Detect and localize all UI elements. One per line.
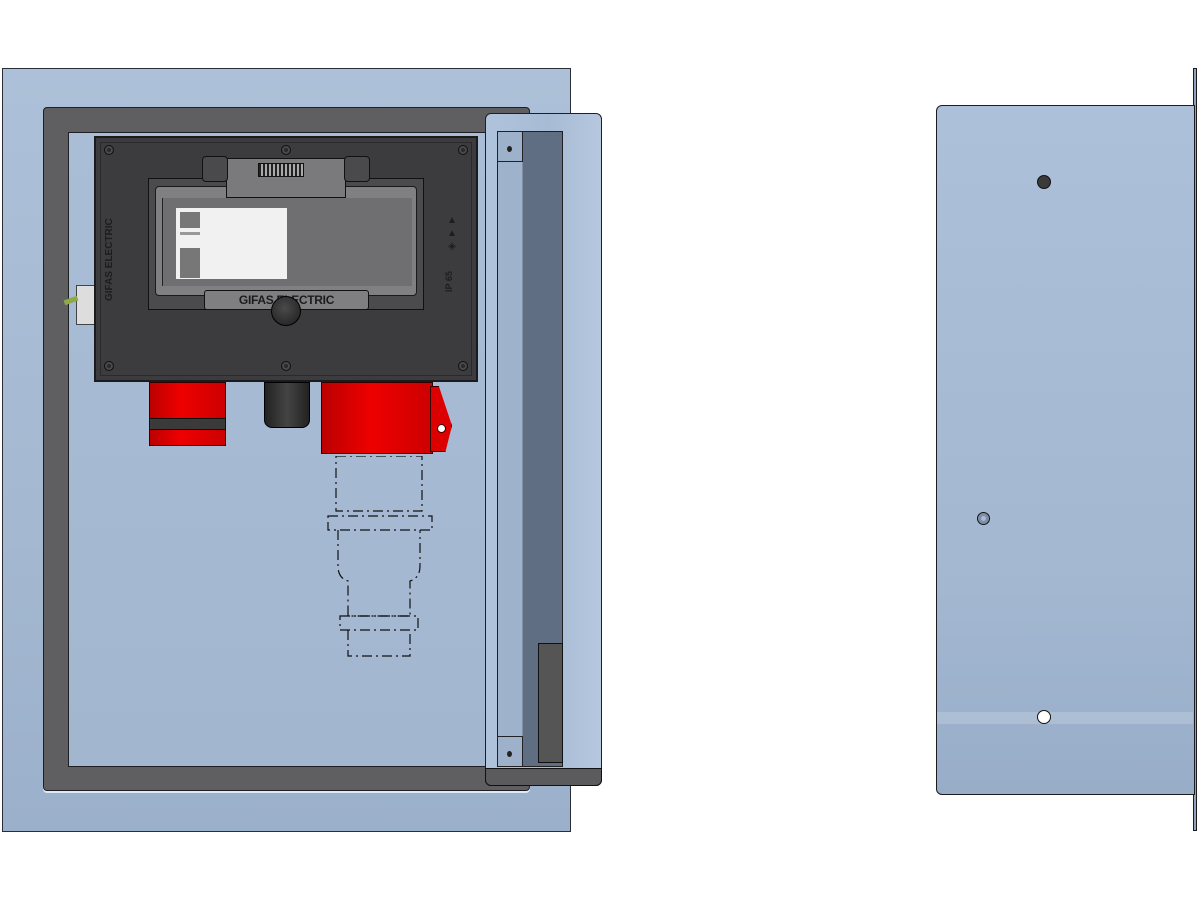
label-block bbox=[180, 212, 200, 228]
red-socket-left[interactable] bbox=[149, 382, 226, 446]
hinge-spring-icon bbox=[258, 163, 304, 177]
door-hinge-bottom bbox=[497, 736, 523, 767]
window-knob[interactable] bbox=[271, 296, 301, 326]
ip-rating-text: IP 65 bbox=[444, 271, 454, 293]
label-line bbox=[180, 232, 200, 235]
label-block bbox=[180, 248, 200, 278]
socket-band bbox=[149, 418, 226, 430]
screw-icon bbox=[104, 361, 114, 371]
nut-icon bbox=[977, 512, 990, 525]
door-hinge-top bbox=[497, 131, 523, 162]
rivet-icon bbox=[507, 146, 512, 152]
enclosure-side-view bbox=[936, 105, 1195, 795]
label-card bbox=[176, 208, 287, 279]
side-cable-gland bbox=[76, 285, 96, 325]
side-bend-line bbox=[937, 712, 1193, 724]
hinge-knuckle-left bbox=[202, 156, 228, 182]
screw-icon bbox=[458, 145, 468, 155]
socket-box-bevel bbox=[100, 142, 472, 376]
top-hole-icon bbox=[1037, 175, 1051, 189]
brand-side-text: GIFAS ELECTRIC bbox=[104, 218, 115, 302]
screw-icon bbox=[281, 145, 291, 155]
screw-icon bbox=[104, 145, 114, 155]
bottom-hole-icon bbox=[1037, 710, 1051, 724]
certification-symbols-icon: ▲▲◈ bbox=[447, 215, 457, 252]
hinge-knuckle-right bbox=[344, 156, 370, 182]
rivet-icon bbox=[507, 751, 512, 757]
door-latch[interactable] bbox=[538, 643, 563, 763]
door-bottom-edge bbox=[485, 768, 602, 786]
screw-icon bbox=[458, 361, 468, 371]
socket-hole-icon bbox=[437, 424, 446, 433]
black-cable-gland bbox=[264, 382, 310, 428]
ghost-plug-outline bbox=[327, 456, 433, 657]
screw-icon bbox=[281, 361, 291, 371]
red-socket-right[interactable] bbox=[321, 382, 433, 454]
